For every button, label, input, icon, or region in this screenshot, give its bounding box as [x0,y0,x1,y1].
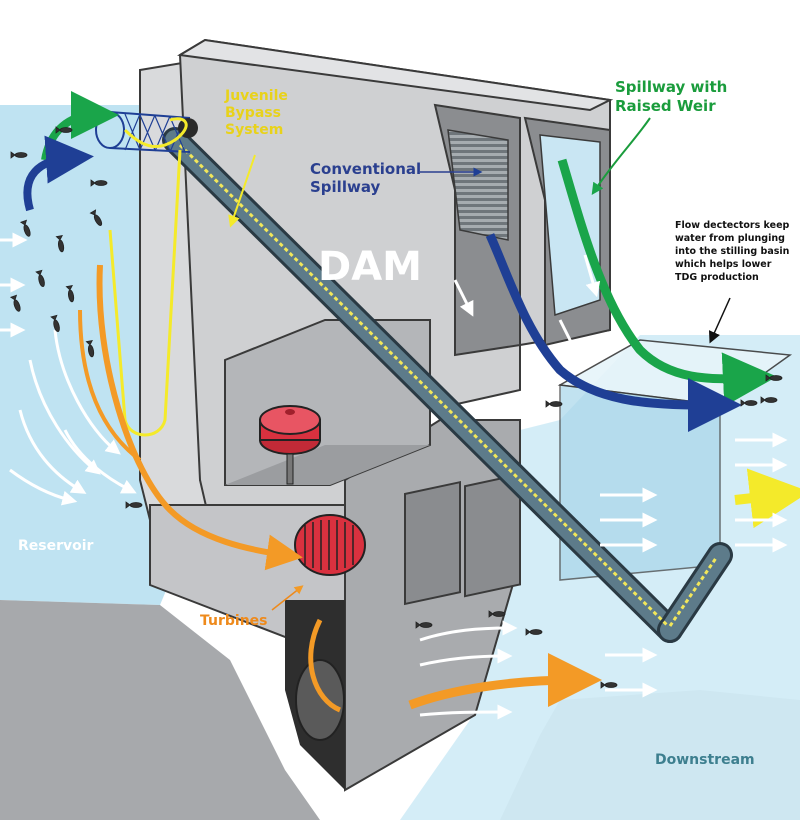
runner-cone [295,659,345,741]
yellow-flow-outlet-arrow [734,468,800,529]
leader-turbines [271,585,304,611]
orange-flow-draft-tube [308,618,342,713]
generator-icon [259,405,321,485]
orange-flow-reservoir-2 [78,309,142,462]
blue-flow-spillway [485,233,742,432]
label-reservoir: Reservoir [18,538,94,554]
orange-flow-reservoir [96,264,303,571]
generator-room-floor [225,445,430,485]
outlet-opening-1 [404,481,461,606]
label-turbines: Turbines [200,613,268,629]
label-conventional-spillway: Conventional Spillway [310,160,426,196]
leader-flow-note [708,297,731,344]
blue-flow-reservoir [23,135,94,212]
label-flow-detectors-note: Flow dectectors keep water from plunging… [675,220,793,283]
downstream-flow-arrows [419,254,788,720]
yellow-flow-bypass [108,117,188,437]
label-downstream: Downstream [655,752,755,768]
reservoir-flow-arrows [0,232,137,506]
conventional-spillway-gates [447,129,509,241]
leader-weir [591,117,651,195]
label-spillway-raised-weir: Spillway with Raised Weir [615,78,733,115]
leader-bypass [228,154,256,228]
fish-icon [9,126,783,689]
juvenile-bypass-pipe [95,111,733,643]
label-dam: DAM [318,244,422,290]
ground [0,600,320,820]
weir-spillway-chute [539,134,601,317]
outlet-opening-2 [464,473,521,598]
label-juvenile-bypass: Juvenile Bypass System [224,88,293,138]
turbine-icon [294,514,366,576]
dam-crest [177,38,614,112]
orange-flow-downstream [408,653,602,710]
